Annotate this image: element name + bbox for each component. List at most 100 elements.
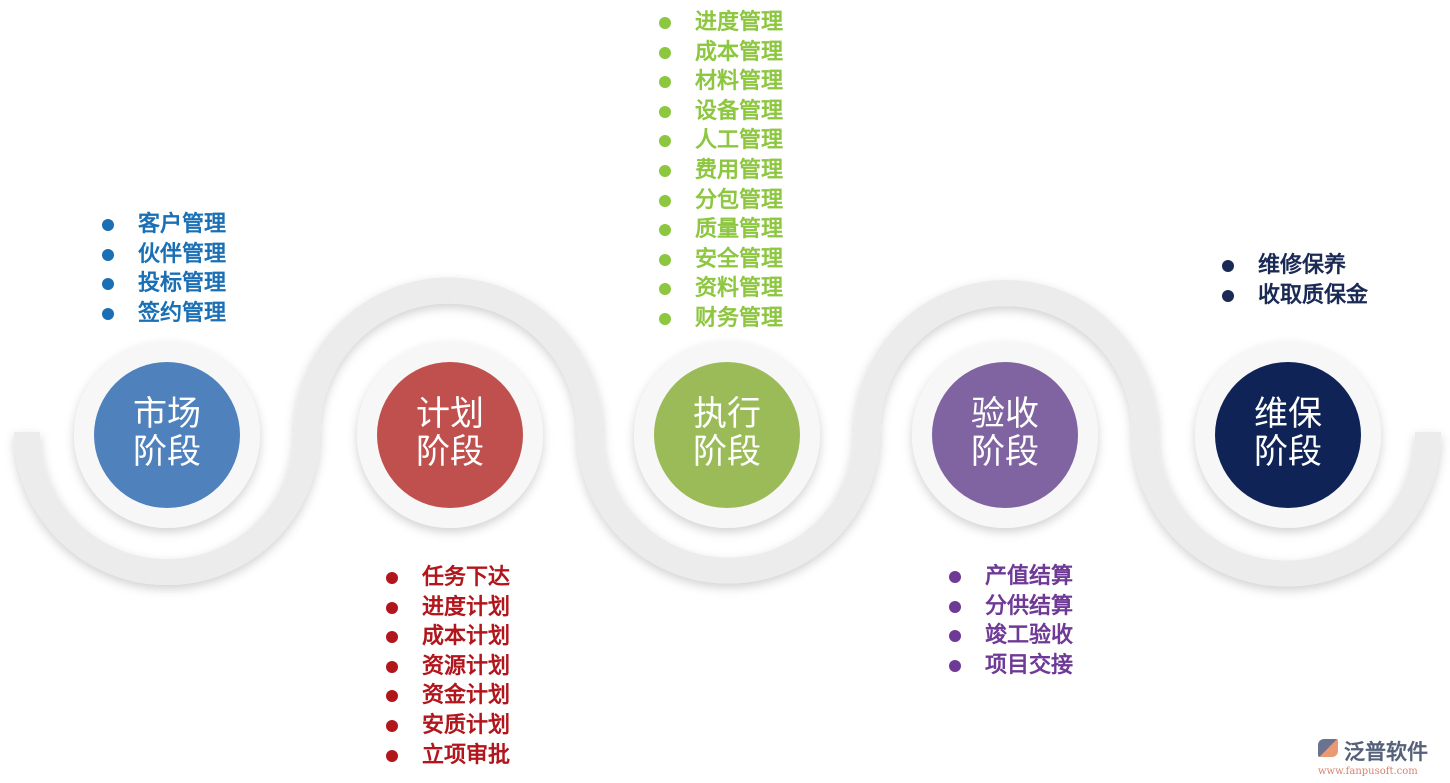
list-item-text: 进度计划: [422, 593, 511, 620]
bullet-icon: [949, 659, 961, 672]
bullet-icon: [386, 631, 398, 644]
list-item-text: 收取质保金: [1258, 281, 1369, 308]
list-item: 维修保养: [1222, 251, 1368, 281]
execute-stage-label: 执行阶段: [657, 395, 797, 471]
accept-stage-circle: [932, 362, 1078, 508]
list-item-text: 竣工验收: [985, 622, 1074, 649]
list-item-text: 质量管理: [695, 216, 784, 243]
list-item: 设备管理: [659, 97, 783, 127]
bullet-icon: [386, 660, 398, 673]
list-item: 成本管理: [659, 38, 783, 68]
list-item: 项目交接: [949, 651, 1073, 681]
list-item-text: 签约管理: [138, 299, 227, 326]
bullet-icon: [659, 194, 671, 207]
list-item-text: 维修保养: [1258, 252, 1347, 278]
list-item: 质量管理: [659, 215, 783, 245]
list-item-text: 安质计划: [422, 711, 511, 738]
bullet-icon: [659, 312, 671, 325]
list-item-text: 费用管理: [695, 156, 784, 183]
list-item: 任务下达: [386, 563, 510, 593]
bullet-icon: [102, 248, 114, 261]
list-item: 资源计划: [386, 652, 510, 682]
list-item-text: 进度管理: [695, 9, 784, 35]
stage-label-line: 阶段: [971, 432, 1039, 472]
logo-mark-icon: [1318, 739, 1338, 757]
execute-list: 进度管理成本管理材料管理设备管理人工管理费用管理分包管理质量管理安全管理资料管理…: [659, 8, 783, 334]
list-item: 签约管理: [102, 299, 226, 329]
list-item: 分供结算: [949, 592, 1073, 622]
list-item: 资金计划: [386, 681, 510, 711]
list-item-text: 分包管理: [695, 186, 784, 213]
stage-label-line: 计划: [416, 394, 484, 434]
bullet-icon: [659, 135, 671, 148]
list-item: 进度计划: [386, 593, 510, 623]
list-item: 安全管理: [659, 245, 783, 275]
list-item-text: 安全管理: [695, 245, 784, 272]
maintain-stage-label: 维保阶段: [1218, 395, 1358, 471]
list-item-text: 项目交接: [985, 651, 1074, 678]
list-item-text: 资源计划: [422, 652, 511, 679]
list-item: 成本计划: [386, 622, 510, 652]
list-item-text: 成本计划: [422, 623, 511, 650]
market-stage-circle: [94, 362, 240, 508]
bullet-icon: [386, 749, 398, 762]
list-item-text: 立项审批: [422, 741, 511, 768]
market-stage-label: 市场阶段: [97, 395, 237, 471]
bullet-icon: [386, 690, 398, 703]
list-item: 进度管理: [659, 8, 783, 38]
execute-stage-circle: [654, 362, 800, 508]
list-item: 材料管理: [659, 67, 783, 97]
list-item: 收取质保金: [1222, 281, 1368, 311]
list-item-text: 任务下达: [422, 564, 511, 590]
bullet-icon: [949, 600, 961, 613]
list-item-text: 产值结算: [985, 563, 1074, 589]
bullet-icon: [659, 224, 671, 237]
list-item-text: 资料管理: [695, 275, 784, 302]
list-item-text: 客户管理: [138, 211, 227, 237]
bullet-icon: [659, 76, 671, 89]
list-item-text: 人工管理: [695, 127, 784, 154]
stage-label-line: 执行: [693, 394, 761, 434]
bullet-icon: [659, 105, 671, 118]
fanpusoft-logo: 泛普软件 www.fanpusoft.com: [1318, 736, 1428, 777]
bullet-icon: [659, 283, 671, 296]
list-item: 投标管理: [102, 269, 226, 299]
list-item-text: 材料管理: [695, 68, 784, 95]
bullet-icon: [1222, 260, 1234, 272]
maintain-list: 维修保养收取质保金: [1222, 251, 1368, 310]
bullet-icon: [659, 253, 671, 266]
logo-brand: 泛普软件: [1344, 740, 1428, 764]
maintain-stage-circle: [1215, 362, 1361, 508]
list-item: 产值结算: [949, 562, 1073, 592]
stage-label-line: 阶段: [416, 432, 484, 472]
stage-label-line: 维保: [1254, 394, 1322, 434]
stage-label-line: 市场: [133, 394, 201, 434]
bullet-icon: [102, 219, 114, 231]
list-item-text: 设备管理: [695, 97, 784, 124]
bullet-icon: [386, 601, 398, 614]
accept-list: 产值结算分供结算竣工验收项目交接: [949, 562, 1073, 680]
bullet-icon: [949, 630, 961, 643]
list-item-text: 财务管理: [695, 304, 784, 331]
list-item: 竣工验收: [949, 621, 1073, 651]
bullet-icon: [659, 164, 671, 177]
bullet-icon: [102, 307, 114, 320]
bullet-icon: [1222, 289, 1234, 302]
list-item: 分包管理: [659, 186, 783, 216]
bullet-icon: [659, 46, 671, 59]
list-item: 人工管理: [659, 126, 783, 156]
bullet-icon: [949, 571, 961, 583]
bullet-icon: [102, 278, 114, 291]
stage-label-line: 阶段: [693, 432, 761, 472]
plan-list: 任务下达进度计划成本计划资源计划资金计划安质计划立项审批: [386, 563, 510, 770]
bullet-icon: [386, 719, 398, 732]
accept-stage-label: 验收阶段: [935, 395, 1075, 471]
list-item: 财务管理: [659, 304, 783, 334]
list-item: 伙伴管理: [102, 240, 226, 270]
stage-label-line: 阶段: [133, 432, 201, 472]
list-item: 立项审批: [386, 741, 510, 771]
bullet-icon: [659, 17, 671, 29]
list-item-text: 分供结算: [985, 592, 1074, 619]
